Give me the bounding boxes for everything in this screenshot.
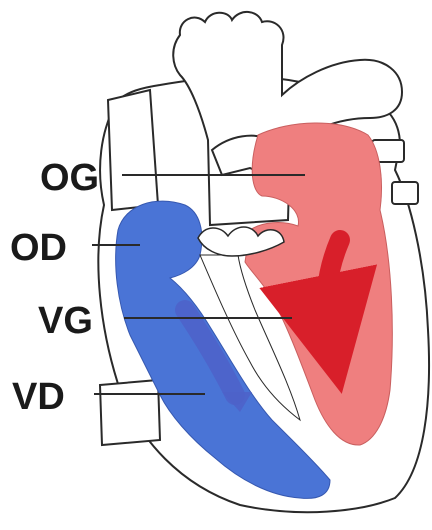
label-od: OD <box>10 227 67 269</box>
label-vg: VG <box>38 300 93 342</box>
inferior-vena-cava <box>100 380 160 445</box>
label-og: OG <box>40 157 99 199</box>
superior-vena-cava <box>108 90 158 210</box>
pulmonary-vein-lower <box>392 182 418 204</box>
label-vd: VD <box>12 376 65 418</box>
